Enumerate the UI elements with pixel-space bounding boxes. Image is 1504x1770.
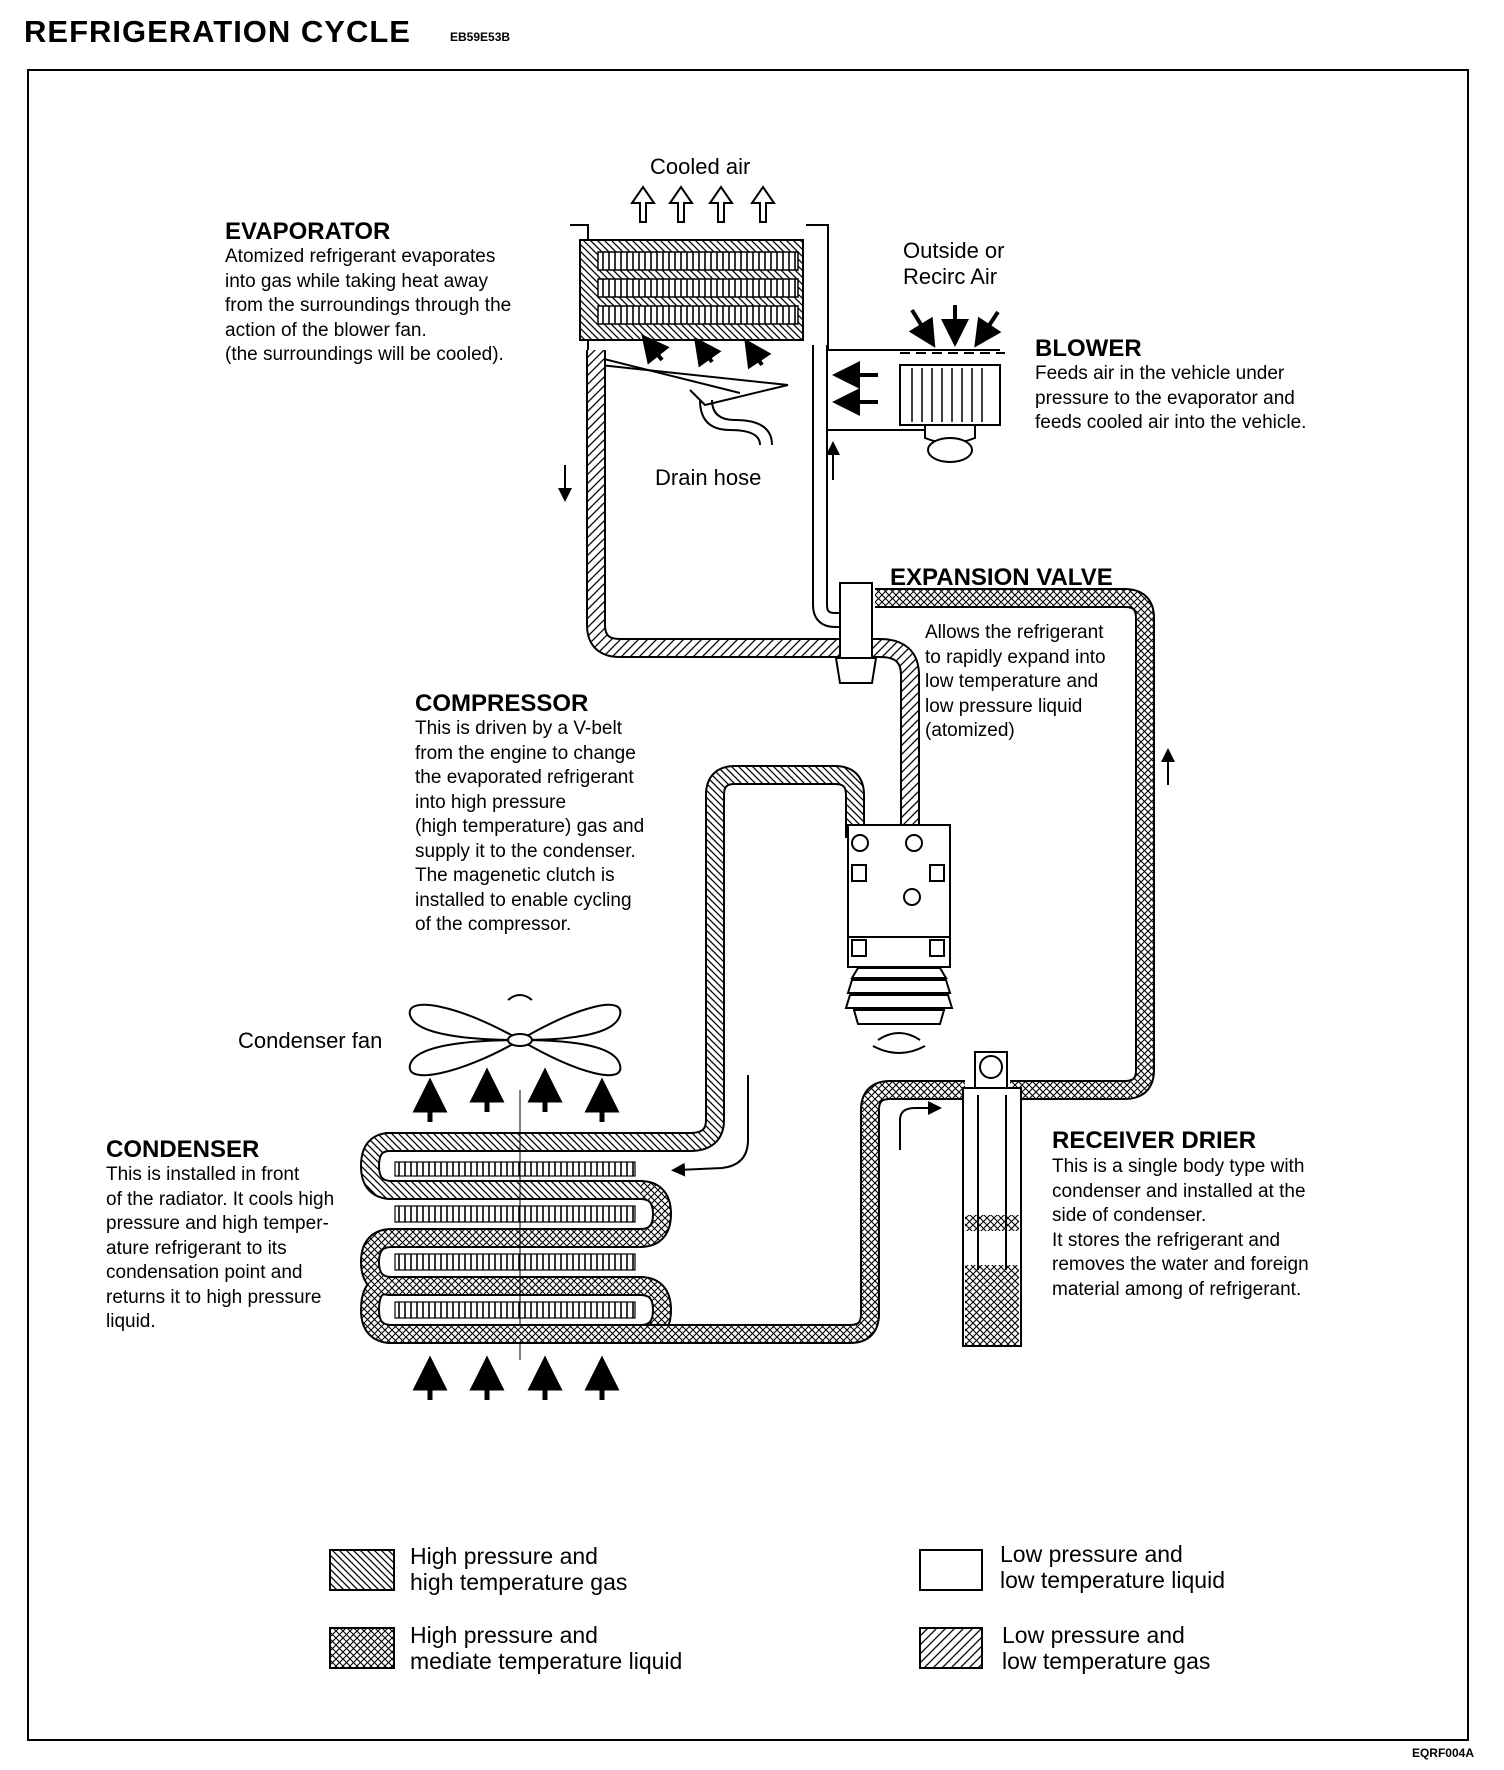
condenser-fan — [408, 994, 622, 1077]
compressor-title: COMPRESSOR — [415, 690, 589, 717]
blower-title: BLOWER — [1035, 335, 1142, 362]
condenser-description: This is installed in front of the radiat… — [106, 1164, 335, 1332]
low-pressure-gas-line — [586, 350, 920, 835]
drain-hose-label: Drain hose — [655, 465, 762, 490]
compressor-description: This is driven by a V-belt from the engi… — [415, 718, 645, 935]
evaporator-title: EVAPORATOR — [225, 218, 391, 245]
high-pressure-liquid-line — [392, 588, 1155, 1344]
compressor — [844, 824, 954, 1054]
legend-low-pressure-gas: Low pressure and low temperature gas — [1002, 1622, 1211, 1674]
receiver-drier-description: This is a single body type with condense… — [1052, 1156, 1309, 1300]
receiver-drier-title: RECEIVER DRIER — [1052, 1127, 1257, 1154]
legend-high-pressure-gas: High pressure and high temperature gas — [410, 1543, 628, 1595]
document-code: EB59E53B — [450, 30, 511, 44]
condenser-airflow-arrows — [412, 1067, 620, 1400]
condenser-coils — [359, 1090, 673, 1360]
high-pressure-gas-line — [385, 765, 865, 1152]
drain-hose — [599, 364, 789, 446]
evaporator-description: Atomized refrigerant evaporates into gas… — [225, 246, 512, 365]
figure-code: EQRF004A — [1411, 1746, 1474, 1760]
flow-direction-arrows — [558, 441, 1175, 1177]
evaporator-core — [579, 239, 804, 341]
blower-description: Feeds air in the vehicle under pressure … — [1035, 363, 1307, 433]
cooled-air-arrows — [630, 185, 776, 223]
legend-low-pressure-liquid: Low pressure and low temperature liquid — [1000, 1541, 1226, 1593]
legend-high-pressure-liquid: High pressure and mediate temperature li… — [410, 1622, 683, 1674]
outside-air-label: Outside or Recirc Air — [903, 238, 1005, 289]
condenser-fan-label: Condenser fan — [238, 1028, 383, 1053]
legend-swatches — [329, 1549, 983, 1669]
low-pressure-liquid-line — [812, 345, 850, 628]
expansion-valve — [834, 582, 878, 684]
diagram-frame — [27, 69, 1469, 1741]
intake-arrows — [641, 305, 1002, 416]
expansion-valve-title: EXPANSION VALVE — [890, 564, 1113, 591]
blower-unit — [899, 352, 1005, 463]
page-title: REFRIGERATION CYCLE — [24, 14, 411, 49]
condenser-title: CONDENSER — [106, 1136, 260, 1163]
cooled-air-label: Cooled air — [650, 154, 751, 179]
receiver-drier — [962, 1051, 1022, 1347]
expansion-valve-description: Allows the refrigerant to rapidly expand… — [925, 622, 1106, 741]
